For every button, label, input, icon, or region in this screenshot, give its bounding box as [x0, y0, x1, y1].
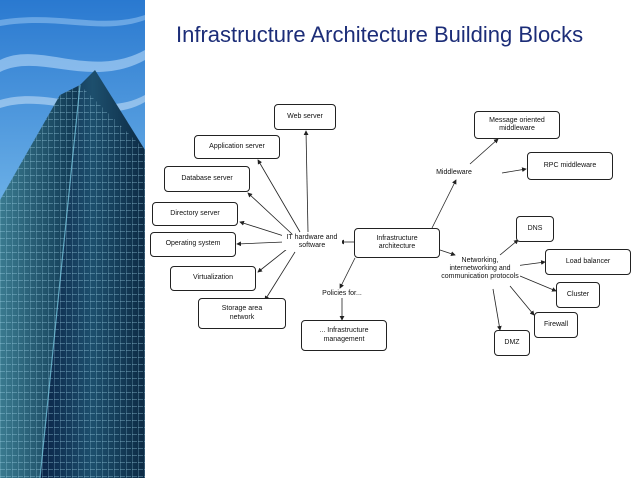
node-dmz: DMZ: [494, 330, 530, 356]
hub-it-hardware: IT hardware and software: [282, 234, 342, 251]
edge-firewall: [509, 285, 535, 316]
node-load-balancer: Load balancer: [545, 249, 631, 275]
edge-load-balancer: [514, 260, 546, 267]
edge-cluster: [519, 275, 557, 292]
node-firewall: Firewall: [534, 312, 578, 338]
edge-policies: [339, 257, 356, 289]
page-title: Infrastructure Architecture Building Blo…: [176, 22, 584, 47]
edge-dmz: [492, 288, 502, 331]
node-infrastructure-management: ... Infrastructure management: [301, 320, 387, 351]
node-message-oriented-middleware: Message oriented middleware: [474, 111, 560, 139]
hub-middleware: Middleware: [434, 169, 474, 178]
node-database-server: Database server: [164, 166, 250, 192]
edge-application-server: [257, 159, 301, 233]
edge-dns: [499, 239, 519, 256]
decorative-building-image: [0, 0, 145, 478]
node-storage-area-network: Storage area network: [198, 298, 286, 329]
node-cluster: Cluster: [556, 282, 600, 308]
node-infrastructure-architecture: Infrastructure architecture: [354, 228, 440, 258]
node-web-server: Web server: [274, 104, 336, 130]
edge-rpc: [501, 167, 527, 174]
edge-message-oriented: [469, 138, 499, 165]
node-directory-server: Directory server: [152, 202, 238, 226]
edge-middleware: [431, 179, 457, 229]
node-application-server: Application server: [194, 135, 280, 159]
edge-operating-system: [236, 241, 285, 247]
hub-networking: Networking, internetworking and communic…: [440, 257, 520, 282]
edge-web-server: [303, 130, 309, 233]
hub-policies: Policies for...: [318, 290, 366, 299]
edge-storage-area-network: [264, 251, 296, 301]
edge-database-server: [247, 192, 293, 235]
node-rpc-middleware: RPC middleware: [527, 152, 613, 180]
edge-directory-server: [239, 220, 288, 238]
edge-networking: [439, 249, 456, 257]
node-operating-system: Operating system: [150, 232, 236, 257]
edge-virtualization: [257, 248, 288, 273]
node-dns: DNS: [516, 216, 554, 242]
node-virtualization: Virtualization: [170, 266, 256, 291]
